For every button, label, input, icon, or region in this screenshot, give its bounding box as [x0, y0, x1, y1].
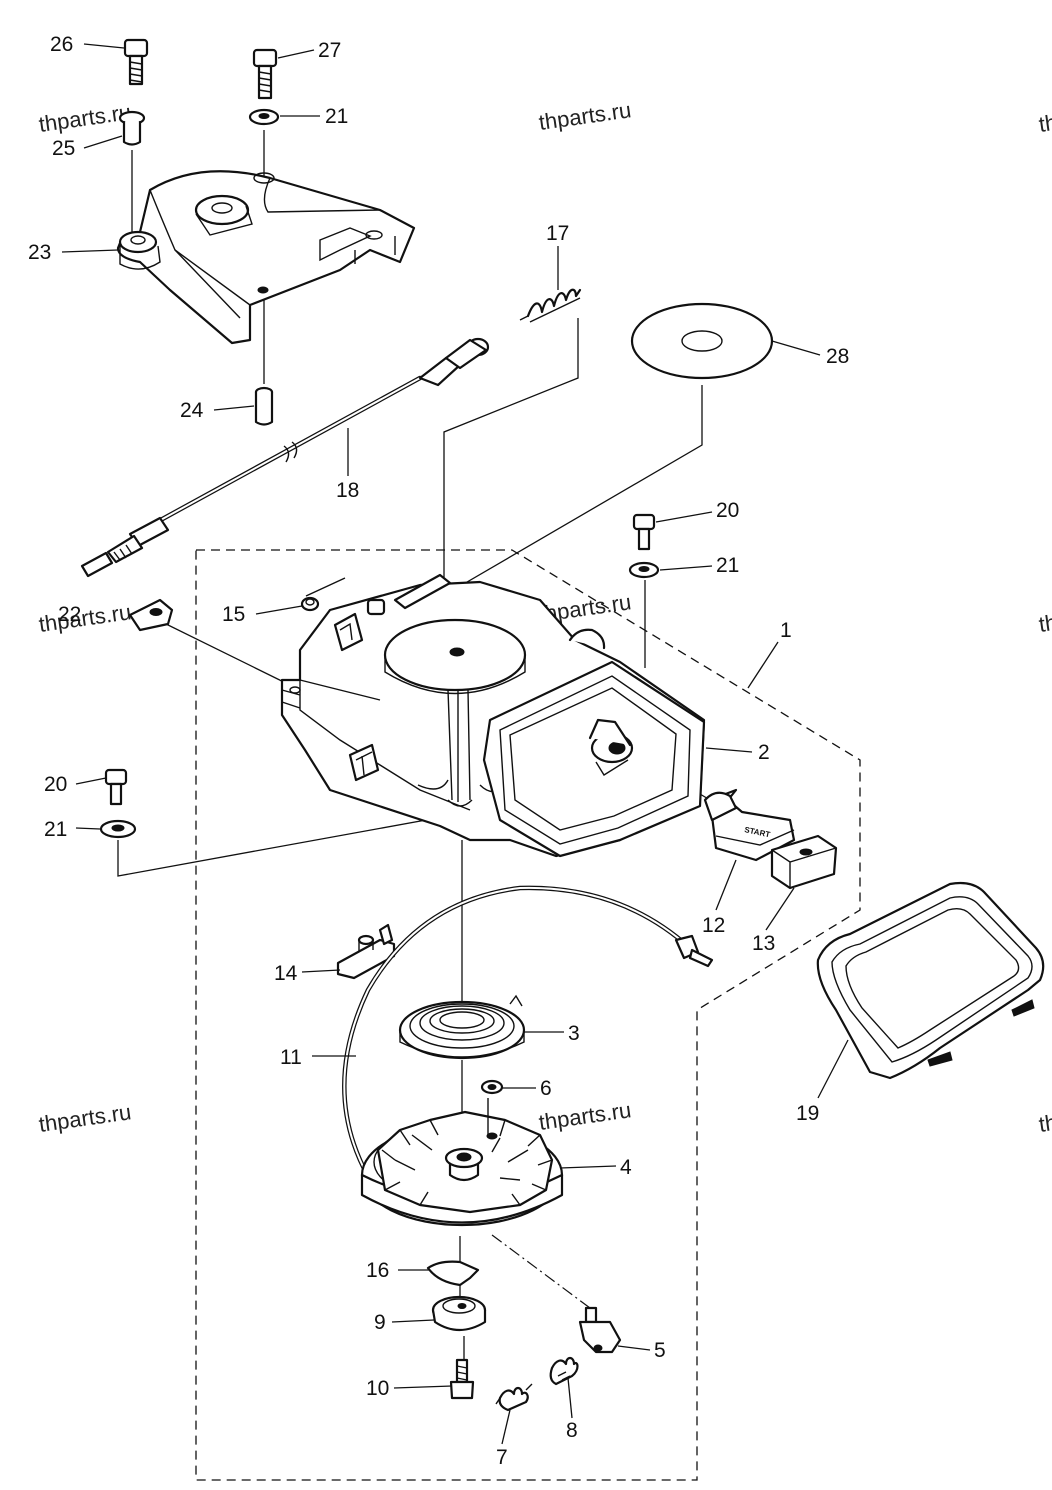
- part-12-starter-grip: START: [703, 788, 796, 862]
- callout-12: 12: [702, 914, 725, 937]
- part-15-clip: [300, 577, 346, 612]
- callout-22: 22: [58, 603, 81, 626]
- callout-10: 10: [366, 1377, 389, 1400]
- callout-labels: 26 27 21 25 23 17 28 24 18 20 21 22 15 1…: [28, 33, 849, 1469]
- callout-16: 16: [366, 1259, 389, 1282]
- watermark-text: thparts.ru: [537, 97, 633, 135]
- callout-18: 18: [336, 479, 359, 502]
- callout-17: 17: [546, 222, 569, 245]
- watermark-text: thparts.ru: [37, 599, 133, 637]
- part-6-clip: [480, 1079, 504, 1095]
- part-14-lever: [336, 923, 396, 980]
- callout-6: 6: [540, 1077, 552, 1100]
- part-16-plate: [426, 1260, 480, 1287]
- part-20-bolt-right: [632, 513, 656, 551]
- callout-19: 19: [796, 1102, 819, 1125]
- part-10-bolt: [449, 1358, 475, 1400]
- watermark-text: thparts.ru: [37, 99, 133, 137]
- part-23-cover: [116, 170, 416, 345]
- part-5-pawl: [578, 1306, 622, 1354]
- callout-20: 20: [44, 773, 67, 796]
- part-26-bolt: [123, 38, 149, 86]
- callout-21: 21: [716, 554, 739, 577]
- watermark-text: thparts.ru: [537, 1097, 633, 1135]
- part-9-drive-plate: [431, 1295, 487, 1332]
- callout-5: 5: [654, 1339, 666, 1362]
- callout-13: 13: [752, 932, 775, 955]
- part-21-washer-left: [99, 819, 137, 839]
- callout-leaders: [61, 43, 849, 1445]
- watermark-text: thparts.ru: [1037, 599, 1052, 637]
- callout-25: 25: [52, 137, 75, 160]
- part-3-recoil-spring: [398, 994, 526, 1060]
- callout-15: 15: [222, 603, 245, 626]
- watermark-text: thparts.ru: [37, 1099, 133, 1137]
- part-17-spring: [519, 288, 582, 323]
- callout-4: 4: [620, 1156, 632, 1179]
- callout-1: 1: [780, 619, 792, 642]
- part-24-spacer: [254, 386, 274, 426]
- watermark-text: thparts.ru: [1037, 99, 1052, 137]
- callout-21: 21: [44, 818, 67, 841]
- callout-27: 27: [318, 39, 341, 62]
- part-21-washer-right: [628, 561, 660, 579]
- part-21-washer-top: [248, 108, 280, 126]
- callout-23: 23: [28, 241, 51, 264]
- part-27-bolt: [252, 48, 278, 100]
- part-8-spring: [549, 1356, 579, 1386]
- part-11-rope: [342, 885, 714, 1215]
- callout-20: 20: [716, 499, 739, 522]
- part-13-grip-insert: [770, 834, 838, 890]
- watermark-text: thparts.ru: [1037, 1099, 1052, 1137]
- callout-24: 24: [180, 399, 204, 422]
- part-19-seal-frame: [816, 881, 1045, 1080]
- callout-11: 11: [280, 1046, 302, 1069]
- callout-8: 8: [566, 1419, 578, 1442]
- assembly-boundary: [195, 549, 861, 1481]
- part-4-reel: [360, 1098, 564, 1227]
- part-25-collar: [118, 110, 146, 146]
- callout-9: 9: [374, 1311, 386, 1334]
- part-28-disc: [630, 302, 774, 380]
- part-18-cable: [80, 337, 490, 578]
- callout-14: 14: [274, 962, 298, 985]
- part-2-starter-case: [280, 573, 706, 858]
- callout-2: 2: [758, 741, 770, 764]
- callout-7: 7: [496, 1446, 508, 1469]
- callout-21: 21: [325, 105, 348, 128]
- part-7-spring: [495, 1383, 533, 1412]
- callout-3: 3: [568, 1022, 580, 1045]
- callout-26: 26: [50, 33, 73, 56]
- part-22-bracket: [128, 598, 174, 632]
- callout-28: 28: [826, 345, 849, 368]
- part-20-bolt-left: [104, 768, 128, 806]
